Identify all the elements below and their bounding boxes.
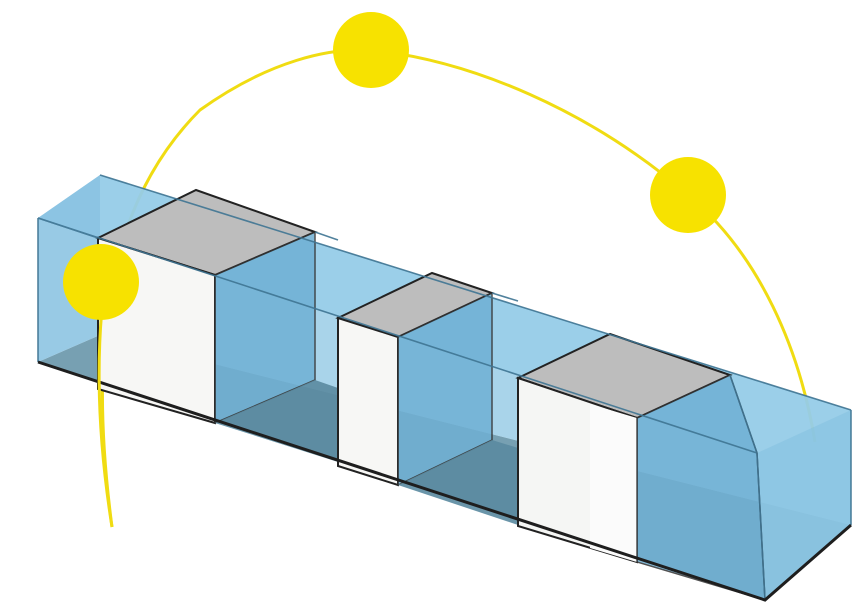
bottom-outline <box>37 360 852 602</box>
block-2-front <box>337 316 399 487</box>
glass-front-edges <box>37 174 852 601</box>
block-3 <box>515 332 766 602</box>
block-1-floor-shadow <box>215 380 338 462</box>
block-2-floor-shadow <box>398 440 518 525</box>
block-2 <box>335 271 518 525</box>
sun-icon <box>333 12 409 88</box>
block-3-front-shade <box>590 404 637 562</box>
sun-icon <box>650 157 726 233</box>
sun-icon <box>63 244 139 320</box>
glass-right-end <box>757 410 851 600</box>
block-1 <box>95 188 338 462</box>
